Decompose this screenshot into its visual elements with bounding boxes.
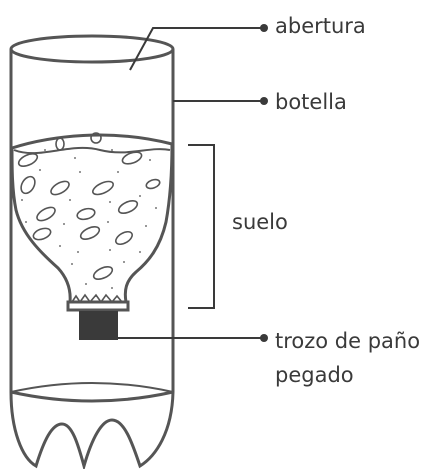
opening-label: abertura bbox=[275, 14, 366, 38]
cloth-piece bbox=[79, 311, 118, 340]
leader-dots bbox=[260, 24, 268, 342]
opening-leader-dot bbox=[260, 24, 268, 32]
cloth-label-line2: pegado bbox=[275, 363, 354, 387]
bottle-neck-zigzag bbox=[71, 293, 123, 304]
bottle-bottom-ring-back bbox=[10, 382, 174, 393]
bottle-neck-ring bbox=[66, 300, 130, 312]
bottle-bottom-ring-front bbox=[10, 390, 174, 403]
inverted-bottle-top bbox=[10, 132, 174, 340]
cloth-label: trozo de paño pegado bbox=[275, 324, 420, 392]
cloth-leader-dot bbox=[260, 334, 268, 342]
soil-surface bbox=[13, 146, 171, 155]
bottle-label: botella bbox=[275, 90, 347, 114]
bottle-petaloid-base bbox=[9, 391, 175, 469]
inverted-bottle-top-outline bbox=[10, 133, 174, 304]
soil-speckles bbox=[21, 149, 157, 297]
leader-lines bbox=[118, 27, 262, 339]
bottle-leader-dot bbox=[260, 97, 268, 105]
opening-leader bbox=[129, 27, 262, 71]
bottle-opening-rim bbox=[9, 34, 175, 64]
soil-bracket bbox=[188, 144, 215, 309]
cloth-label-line1: trozo de paño bbox=[275, 329, 421, 353]
soil-pebbles bbox=[17, 132, 161, 280]
bottle bbox=[9, 34, 175, 469]
soil-label: suelo bbox=[232, 210, 288, 234]
